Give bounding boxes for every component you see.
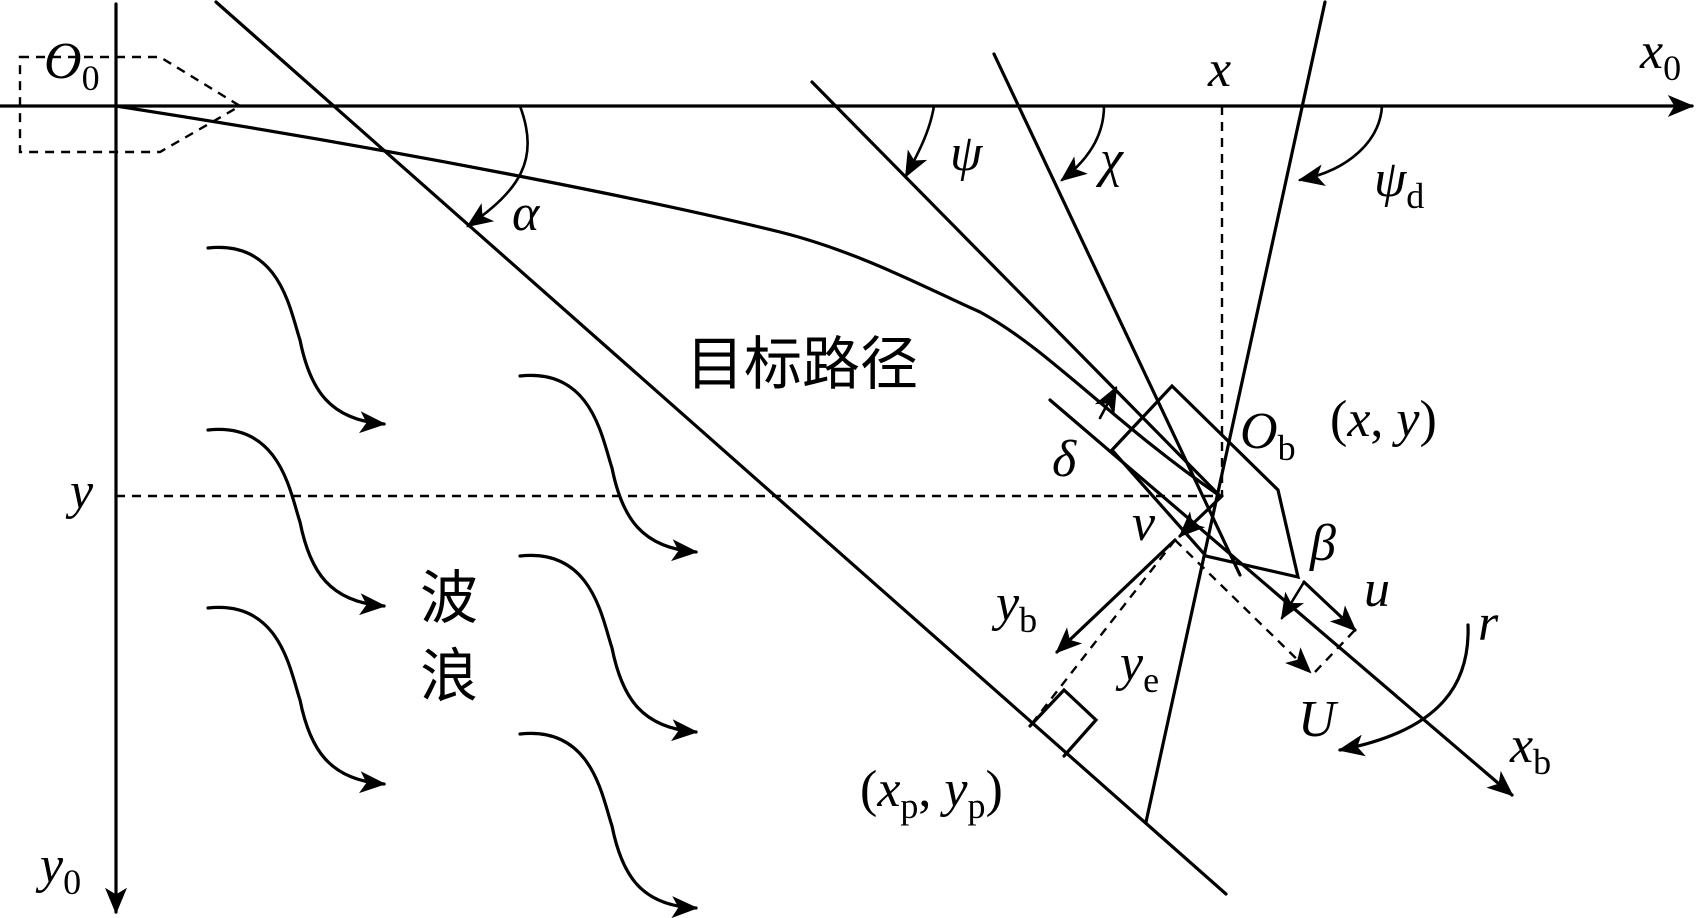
v-label: v — [1132, 495, 1156, 552]
delta-label: δ — [1052, 431, 1077, 488]
curved-wave-arrow-icon — [518, 731, 699, 918]
initial-vessel-outline — [18, 55, 243, 154]
cross-track-error — [1029, 539, 1176, 727]
u-velocity-vector — [1302, 580, 1357, 632]
target-path-label: 目标路径 — [686, 330, 918, 398]
vessel-body — [1109, 383, 1301, 580]
right-angle-marker — [1028, 687, 1099, 758]
curved-wave-arrow-icon — [206, 245, 387, 434]
heading-line-psi — [810, 80, 1222, 498]
course-line-chi — [992, 52, 1242, 577]
body-yb-axis — [1055, 538, 1177, 654]
ob-label: Ob — [1240, 403, 1296, 468]
yaw-rate-arrow — [1337, 623, 1470, 757]
curved-wave-arrow-icon — [206, 605, 387, 794]
psi-arc — [904, 104, 936, 178]
ob-coordinate-label: (x, y) — [1330, 391, 1437, 448]
wave-label-1: 波 — [420, 564, 478, 632]
chi-arc — [1060, 104, 1106, 182]
curved-wave-arrow-icon — [206, 427, 387, 616]
x0-label: x0 — [1639, 23, 1681, 88]
origin-label: O0 — [44, 33, 100, 98]
wave-arrows — [206, 245, 699, 918]
chi-label: χ — [1095, 131, 1124, 188]
beta-label: β — [1309, 515, 1336, 572]
ye-label: ye — [1115, 635, 1159, 700]
beta-arrow — [1280, 580, 1306, 620]
y0-label: y0 — [35, 837, 81, 902]
wave-label-2: 浪 — [420, 642, 478, 710]
curved-wave-arrow-icon — [518, 553, 699, 742]
xb-label: xb — [1509, 717, 1551, 782]
psi-label: ψ — [950, 125, 984, 182]
r-label: r — [1478, 595, 1499, 652]
curved-wave-arrow-icon — [518, 373, 699, 562]
U-label: U — [1298, 691, 1339, 748]
yb-label: yb — [991, 575, 1037, 640]
psi-d-label: ψd — [1374, 151, 1424, 216]
y-coordinate-label: y — [65, 463, 94, 520]
u-U-dashed — [1314, 629, 1356, 673]
vessel-trajectory — [114, 104, 1222, 498]
v-velocity-vector — [1178, 494, 1224, 538]
x-coordinate-label: x — [1207, 41, 1231, 98]
delta-arrow — [1094, 386, 1118, 420]
psi-d-arc — [1297, 104, 1384, 187]
u-label: u — [1364, 561, 1390, 618]
alpha-arc — [466, 104, 529, 228]
alpha-label: α — [512, 185, 541, 242]
desired-heading-line-psi-d — [1144, 0, 1327, 824]
path-point-label: (xp, yp) — [860, 761, 1003, 826]
